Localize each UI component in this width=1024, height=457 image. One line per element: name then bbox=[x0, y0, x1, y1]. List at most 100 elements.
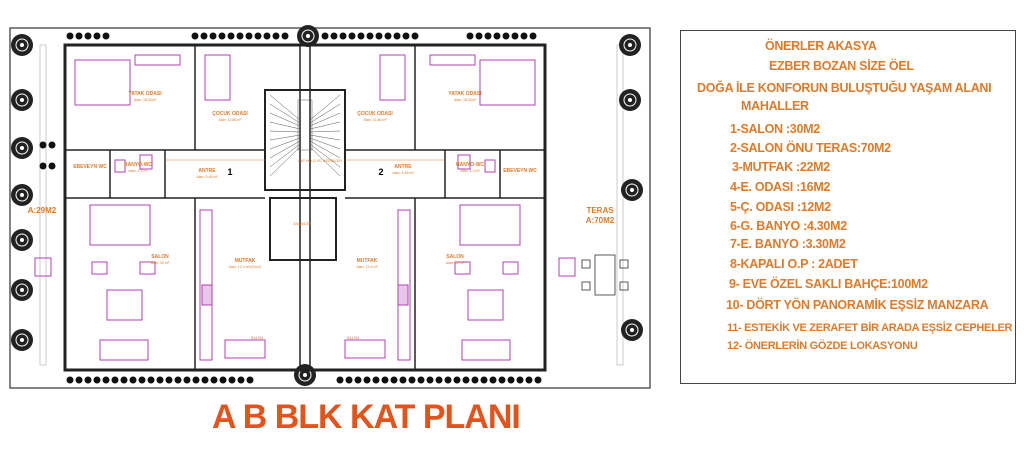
apartment-unit-left bbox=[34, 45, 266, 370]
panel-line: MAHALLER bbox=[741, 99, 809, 113]
panel-line: 11- ESTEKİK VE ZERAFET BİR ARADA EŞSİZ C… bbox=[727, 322, 1013, 334]
room-area: Alan: 4.3 m² bbox=[460, 169, 480, 173]
shrub-icon bbox=[246, 376, 254, 384]
tree-icon bbox=[619, 34, 641, 56]
panel-line: 2-SALON ÖNU TERAS:70M2 bbox=[730, 141, 891, 155]
panel-line: 7-E. BANYO :3.30M2 bbox=[730, 237, 846, 251]
panel-line: ÖNERLER AKASYA bbox=[765, 39, 877, 53]
shrub-icon bbox=[84, 376, 92, 384]
shrub-icon bbox=[339, 32, 347, 40]
tree-icon bbox=[619, 89, 641, 111]
shrub-icon bbox=[201, 376, 209, 384]
tree-icon bbox=[11, 279, 33, 301]
features-panel: ÖNERLER AKASYA EZBER BOZAN SİZE ÖEL DOĞA… bbox=[680, 30, 1016, 384]
shrub-icon bbox=[120, 376, 128, 384]
shrub-icon bbox=[138, 376, 146, 384]
room-area: Alan: 30 m² bbox=[151, 261, 170, 265]
shrub-icon bbox=[453, 376, 461, 384]
shrub-icon bbox=[534, 376, 542, 384]
shrub-icon bbox=[66, 376, 74, 384]
room-area: Alan: 12.4 m²(22m2) bbox=[229, 265, 262, 269]
room-label-stair: KAT HOLÜ VE MERDİVEN bbox=[298, 158, 342, 163]
shrub-icon bbox=[48, 141, 56, 149]
shrub-icon bbox=[281, 32, 289, 40]
shrub-icon bbox=[529, 32, 537, 40]
room-label-banyo-right: BANYO-WC bbox=[456, 162, 484, 168]
shrub-icon bbox=[39, 141, 47, 149]
shrub-icon bbox=[375, 32, 383, 40]
shrub-icon bbox=[493, 32, 501, 40]
panel-line: 4-E. ODASI :16M2 bbox=[730, 180, 831, 194]
shrub-icon bbox=[245, 32, 253, 40]
plan-title: A B BLK KAT PLANI bbox=[212, 398, 521, 436]
shrub-icon bbox=[393, 32, 401, 40]
panel-line: 6-G. BANYO :4.30M2 bbox=[730, 219, 847, 233]
room-label-ebeveyn-wc-right: EBEVEYN WC bbox=[503, 168, 537, 174]
building-walls bbox=[63, 43, 547, 372]
unit-number: 2 bbox=[378, 167, 383, 177]
panel-line: 10- DÖRT YÖN PANORAMİK EŞSİZ MANZARA bbox=[726, 298, 989, 312]
shrub-icon bbox=[218, 32, 226, 40]
shrub-icon bbox=[411, 32, 419, 40]
tree-icon bbox=[11, 329, 33, 351]
room-label-salon-left: SALON bbox=[151, 254, 169, 260]
shrub-icon bbox=[84, 32, 92, 40]
room-area: Alan: 30 m² bbox=[446, 261, 465, 265]
shrub-icon bbox=[227, 32, 235, 40]
shrub-icon bbox=[480, 376, 488, 384]
shrub-icon bbox=[156, 376, 164, 384]
tree-icon bbox=[621, 179, 643, 201]
room-label-banyo-left: BANYO-WC bbox=[124, 162, 152, 168]
tree-icon bbox=[11, 89, 33, 111]
shrub-icon bbox=[498, 376, 506, 384]
room-label-yatak-right: YATAK ODASI bbox=[448, 91, 482, 97]
shrub-icon bbox=[444, 376, 452, 384]
shrub-icon bbox=[345, 376, 353, 384]
shrub-icon bbox=[390, 376, 398, 384]
room-area: Alan: 11.86 m² bbox=[363, 118, 387, 122]
shrub-icon bbox=[254, 32, 262, 40]
shrub-icon bbox=[228, 376, 236, 384]
shrub-icon bbox=[357, 32, 365, 40]
shrub-icon bbox=[372, 376, 380, 384]
shrub-icon bbox=[147, 376, 155, 384]
shrub-icon bbox=[399, 376, 407, 384]
room-label-cocuk-right: ÇOCUK ODASI bbox=[357, 111, 393, 117]
room-label-salon-right: SALON bbox=[446, 254, 464, 260]
shrub-icon bbox=[426, 376, 434, 384]
shrub-icon bbox=[475, 32, 483, 40]
terrace-dining-set bbox=[581, 254, 629, 296]
panel-line: 12- ÖNERLERİN GÖZDE LOKASYONU bbox=[727, 340, 918, 352]
shrub-icon bbox=[417, 376, 425, 384]
terrace-label: TERAS bbox=[586, 206, 614, 215]
tree-icon bbox=[11, 229, 33, 251]
room-area: Alan: 5.48 m² bbox=[392, 171, 414, 175]
shrub-icon bbox=[93, 376, 101, 384]
shrub-icon bbox=[330, 32, 338, 40]
shrub-icon bbox=[502, 32, 510, 40]
panel-line: 5-Ç. ODASI :12M2 bbox=[730, 200, 831, 214]
shrub-icon bbox=[507, 376, 515, 384]
shrub-icon bbox=[165, 376, 173, 384]
shrub-icon bbox=[102, 376, 110, 384]
shrub-icon bbox=[384, 32, 392, 40]
shrub-icon bbox=[200, 32, 208, 40]
shrub-icon bbox=[462, 376, 470, 384]
shrub-icon bbox=[111, 376, 119, 384]
shrub-icon bbox=[408, 376, 416, 384]
tree-icon bbox=[11, 34, 33, 56]
shrub-icon bbox=[489, 376, 497, 384]
panel-line: 8-KAPALI O.P : 2ADET bbox=[730, 257, 858, 271]
room-area: Alan: 12.4 m² bbox=[356, 265, 378, 269]
shrub-icon bbox=[75, 376, 83, 384]
site-boundary bbox=[9, 27, 651, 389]
shrub-icon bbox=[466, 32, 474, 40]
shrub-icon bbox=[93, 32, 101, 40]
shrub-icon bbox=[236, 32, 244, 40]
shrub-icon bbox=[192, 376, 200, 384]
shrub-icon bbox=[75, 32, 83, 40]
shrub-icon bbox=[209, 32, 217, 40]
shrub-icon bbox=[435, 376, 443, 384]
room-label-cocuk-left: ÇOCUK ODASI bbox=[212, 111, 248, 117]
shrub-icon bbox=[363, 376, 371, 384]
